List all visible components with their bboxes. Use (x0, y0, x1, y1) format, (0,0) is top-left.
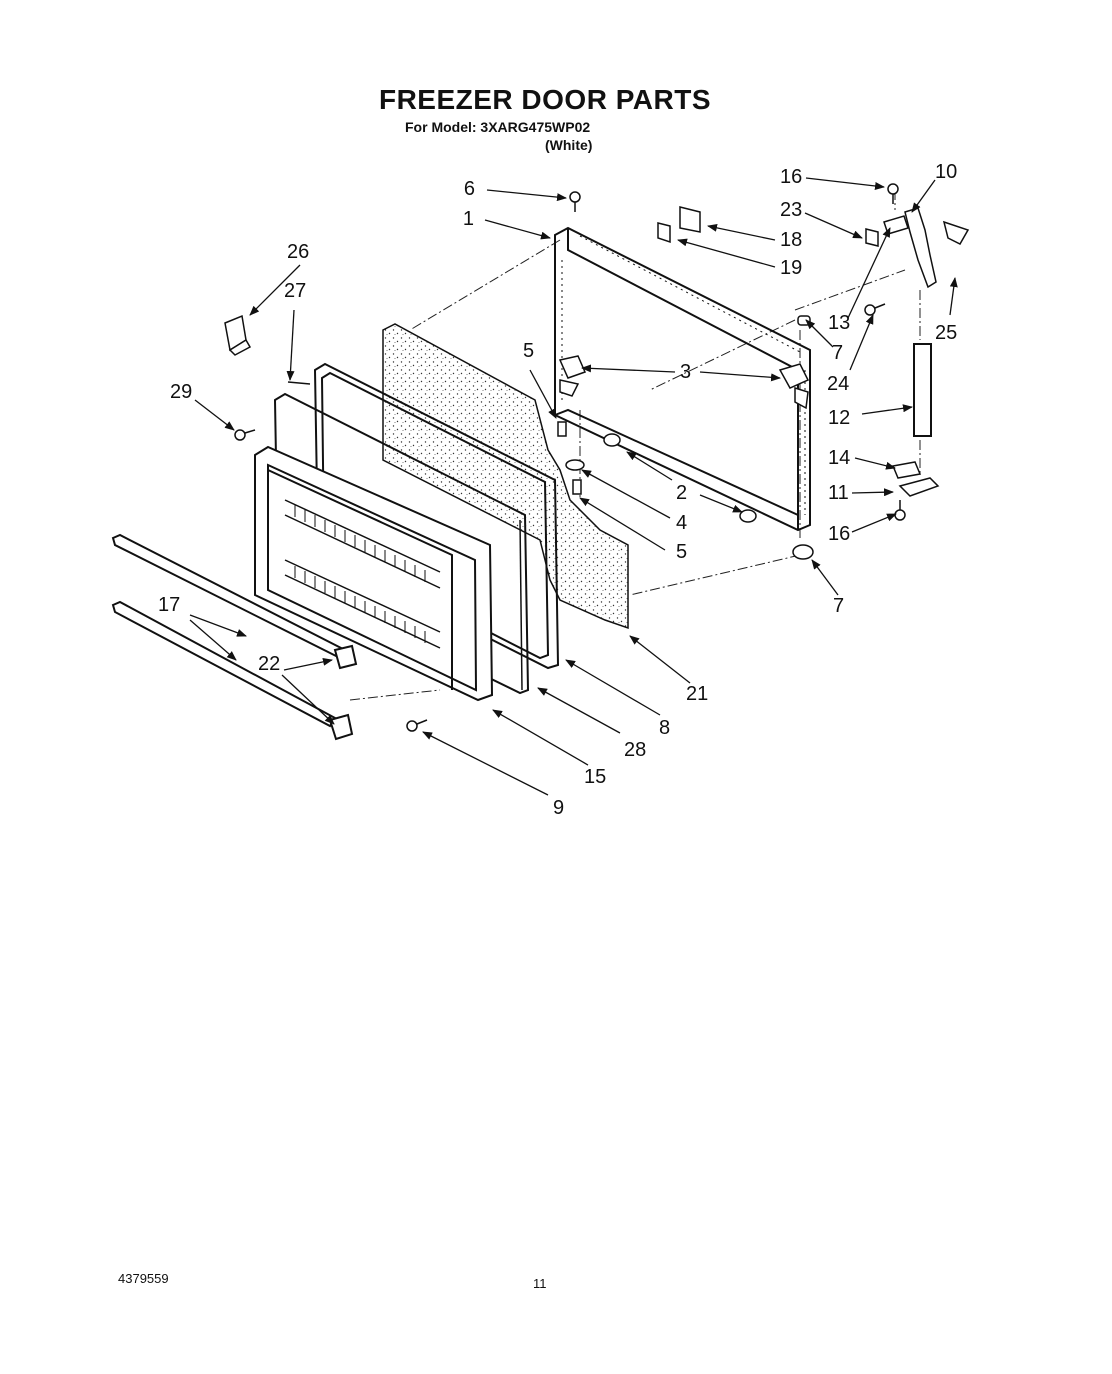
hinge-assembly (883, 207, 970, 289)
callout-12: 12 (828, 407, 850, 429)
callout-21: 21 (686, 683, 708, 705)
callout-17: 17 (158, 594, 180, 616)
callout-16-bottom: 16 (828, 523, 850, 545)
callout-24: 24 (827, 373, 849, 395)
callout-19: 19 (780, 257, 802, 279)
callout-14: 14 (828, 447, 850, 469)
callout-26: 26 (287, 241, 309, 263)
callout-25: 25 (935, 322, 957, 344)
callout-4: 4 (676, 512, 687, 534)
lower-hinge-parts (891, 461, 940, 497)
model-line: For Model: 3XARG475WP02 (405, 119, 591, 135)
callout-15: 15 (584, 766, 606, 788)
callout-2: 2 (676, 482, 687, 504)
clip-parts (224, 314, 311, 385)
callout-13: 13 (828, 312, 850, 334)
callout-10: 10 (935, 161, 957, 183)
callout-28: 28 (624, 739, 646, 761)
callout-5-top: 5 (523, 340, 534, 362)
diagram-title: FREEZER DOOR PARTS (378, 84, 712, 115)
callout-3: 3 (680, 361, 691, 383)
document-number: 4379559 (118, 1271, 169, 1286)
page-number: 11 (533, 1276, 547, 1291)
callout-22: 22 (258, 653, 280, 675)
callout-27: 27 (284, 280, 306, 302)
callout-18: 18 (780, 229, 802, 251)
callout-7-bottom: 7 (833, 595, 844, 617)
callout-9: 9 (553, 797, 564, 819)
color-variant: (White) (545, 137, 593, 153)
callout-11: 11 (828, 482, 849, 504)
callout-labels: 6 1 18 19 16 23 10 13 7 24 25 12 14 11 1… (158, 161, 957, 819)
callout-16-top: 16 (780, 166, 802, 188)
leader-lines (189, 177, 958, 796)
hinge-brackets (558, 355, 810, 410)
callout-29: 29 (170, 381, 192, 403)
callout-5-bottom: 5 (676, 541, 687, 563)
callout-1: 1 (463, 208, 474, 230)
callout-8: 8 (659, 717, 670, 739)
pad-parts (657, 206, 879, 247)
callout-23: 23 (780, 199, 802, 221)
hardware-parts (234, 183, 906, 732)
callout-6: 6 (464, 178, 475, 200)
hinge-cover-bar (913, 343, 932, 437)
inner-door-liner (254, 445, 494, 702)
foam-insulation (382, 323, 629, 630)
callout-7-top: 7 (832, 342, 843, 364)
